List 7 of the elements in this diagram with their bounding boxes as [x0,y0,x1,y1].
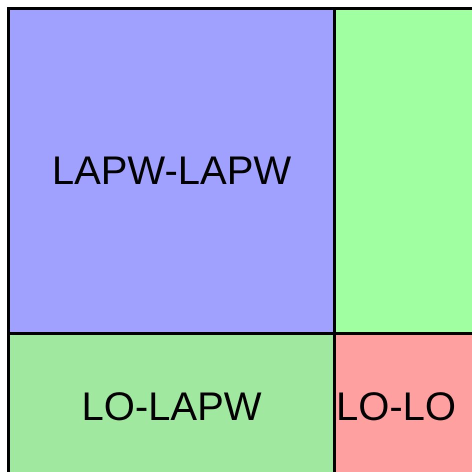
cell-label: LAPW-LAPW [52,148,292,194]
grid-cell [333,7,472,335]
grid-cell [7,7,336,335]
grid-cell [7,332,336,472]
cell-label: LO-LO [336,384,456,430]
cell-label: LO-LAPW [81,384,262,430]
grid-cell [333,332,472,472]
